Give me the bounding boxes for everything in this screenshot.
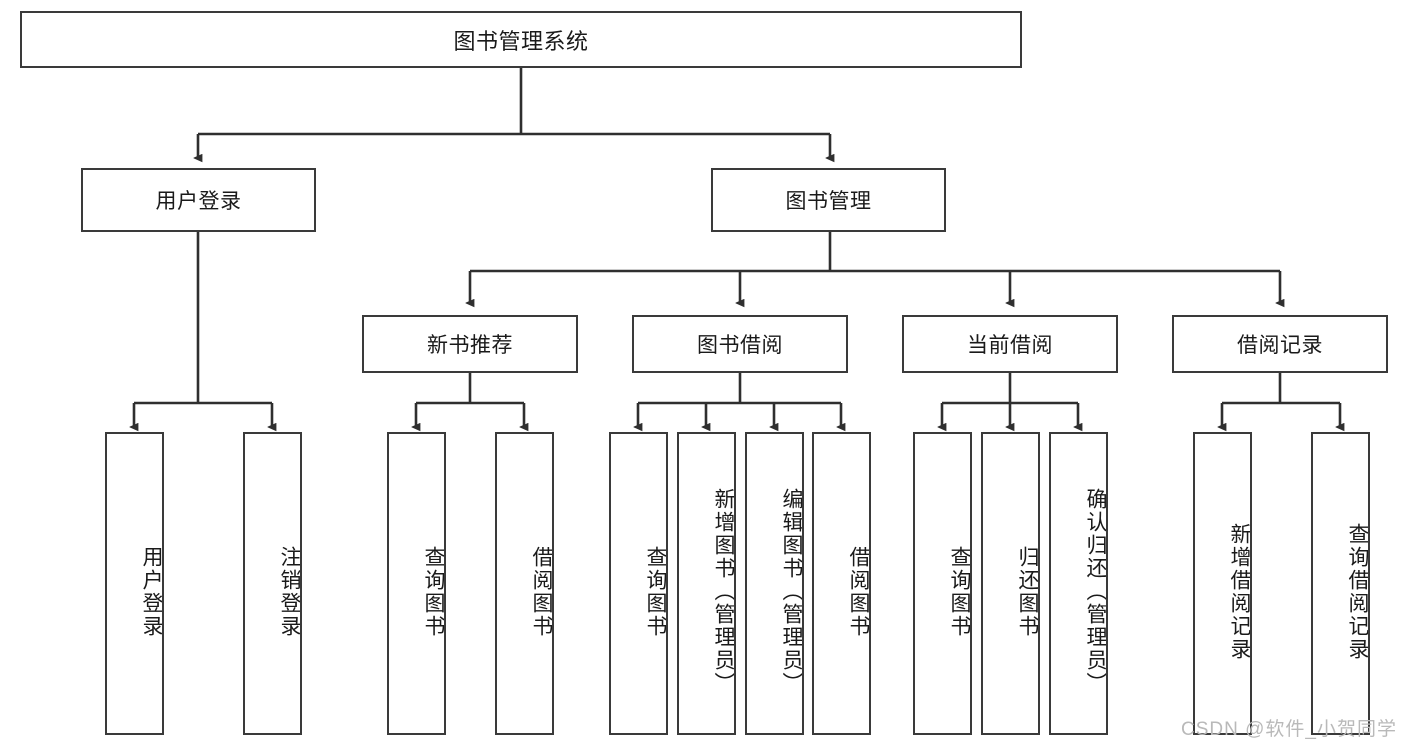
leaf-label: 用户登录 bbox=[140, 545, 163, 638]
leaf-book-borrow-borrow-book[interactable]: 借阅图书 bbox=[812, 432, 871, 735]
leaf-label: 借阅图书 bbox=[530, 545, 553, 638]
leaf-label: 新增借阅记录 bbox=[1228, 522, 1251, 661]
leaf-label: 借阅图书 bbox=[847, 545, 870, 638]
leaf-label: 查询借阅记录 bbox=[1346, 522, 1369, 661]
leaf-borrow-records-add-record[interactable]: 新增借阅记录 bbox=[1193, 432, 1252, 735]
node-book-borrow[interactable]: 图书借阅 bbox=[632, 315, 848, 373]
leaf-user-login-logout[interactable]: 注销登录 bbox=[243, 432, 302, 735]
leaf-label: 新增图书（管理员） bbox=[712, 488, 735, 695]
node-root-system[interactable]: 图书管理系统 bbox=[20, 11, 1022, 68]
csdn-watermark: CSDN @软件_小贺同学 bbox=[1181, 719, 1397, 740]
leaf-current-borrow-return-book[interactable]: 归还图书 bbox=[981, 432, 1040, 735]
leaf-current-borrow-confirm-return-admin[interactable]: 确认归还（管理员） bbox=[1049, 432, 1108, 735]
leaf-label: 查询图书 bbox=[422, 545, 445, 638]
node-book-management[interactable]: 图书管理 bbox=[711, 168, 946, 232]
leaf-label: 注销登录 bbox=[278, 545, 301, 638]
node-current-borrow[interactable]: 当前借阅 bbox=[902, 315, 1118, 373]
node-new-book-recommend[interactable]: 新书推荐 bbox=[362, 315, 578, 373]
leaf-borrow-records-query-record[interactable]: 查询借阅记录 bbox=[1311, 432, 1370, 735]
leaf-label: 编辑图书（管理员） bbox=[780, 488, 803, 695]
node-borrow-records[interactable]: 借阅记录 bbox=[1172, 315, 1388, 373]
leaf-new-book-borrow-book[interactable]: 借阅图书 bbox=[495, 432, 554, 735]
leaf-label: 查询图书 bbox=[644, 545, 667, 638]
leaf-user-login-login[interactable]: 用户登录 bbox=[105, 432, 164, 735]
leaf-current-borrow-query-book[interactable]: 查询图书 bbox=[913, 432, 972, 735]
leaf-book-borrow-query-book[interactable]: 查询图书 bbox=[609, 432, 668, 735]
leaf-book-borrow-add-book-admin[interactable]: 新增图书（管理员） bbox=[677, 432, 736, 735]
leaf-label: 查询图书 bbox=[948, 545, 971, 638]
leaf-new-book-query-book[interactable]: 查询图书 bbox=[387, 432, 446, 735]
leaf-label: 确认归还（管理员） bbox=[1084, 488, 1107, 695]
leaf-label: 归还图书 bbox=[1016, 545, 1039, 638]
leaf-book-borrow-edit-book-admin[interactable]: 编辑图书（管理员） bbox=[745, 432, 804, 735]
node-user-login[interactable]: 用户登录 bbox=[81, 168, 316, 232]
